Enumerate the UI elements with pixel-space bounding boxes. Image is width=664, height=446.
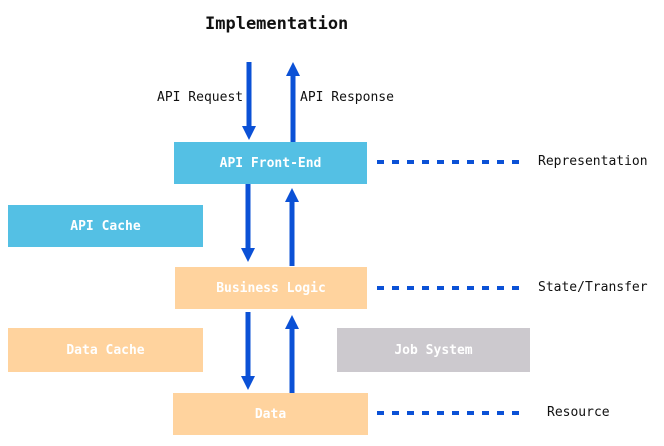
box-api-front-end: API Front-End — [174, 142, 367, 184]
box-data-cache-label: Data Cache — [66, 342, 145, 358]
layer-label-representation: Representation — [538, 154, 648, 169]
box-api-front-end-label: API Front-End — [219, 155, 322, 171]
layer-label-state-transfer: State/Transfer — [538, 280, 648, 295]
api-response-label: API Response — [300, 90, 394, 105]
box-api-cache: API Cache — [8, 205, 203, 247]
box-business-logic: Business Logic — [175, 267, 367, 309]
box-business-logic-label: Business Logic — [216, 280, 326, 296]
box-job-system-label: Job System — [394, 342, 473, 358]
box-data-label: Data — [254, 406, 287, 422]
title-implementation: Implementation — [205, 14, 349, 34]
api-request-label: API Request — [157, 90, 244, 105]
box-api-cache-label: API Cache — [70, 218, 141, 234]
box-job-system: Job System — [337, 328, 530, 372]
box-data-cache: Data Cache — [8, 328, 203, 372]
box-data: Data — [173, 393, 368, 435]
layer-label-resource: Resource — [547, 405, 610, 420]
